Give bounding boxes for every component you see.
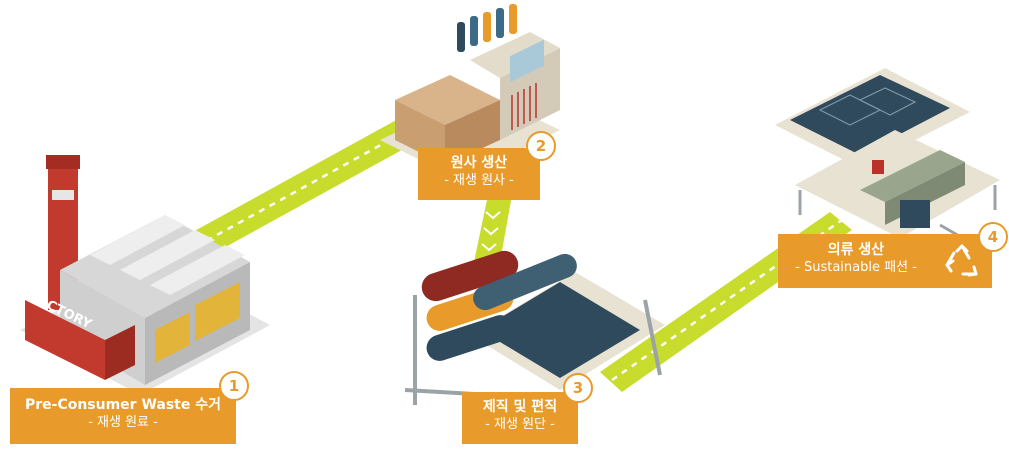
step-1-title: Pre-Consumer Waste 수거 — [24, 397, 222, 413]
step-2-badge: 2 — [526, 131, 556, 161]
step-2-subtitle: - 재생 원사 - — [444, 172, 514, 188]
step-1-label: Pre-Consumer Waste 수거 - 재생 원료 - — [10, 388, 236, 444]
step-1-badge: 1 — [219, 371, 249, 401]
spindles — [457, 4, 517, 52]
recycle-icon — [945, 244, 978, 277]
fabric-rolls-icon — [404, 250, 665, 405]
step-2-label: 원사 생산 - 재생 원사 - — [418, 148, 540, 200]
factory-icon: FACTORY — [20, 155, 270, 395]
step-2-title: 원사 생산 — [450, 155, 508, 171]
step-3-subtitle: - 재생 원단 - — [485, 416, 555, 432]
step-1-subtitle: - 재생 원료 - — [88, 414, 158, 430]
step-4-title: 의류 생산 — [827, 242, 885, 258]
step-4-label: 의류 생산 - Sustainable 패션 - — [778, 234, 992, 288]
step-3-title: 제직 및 편직 — [482, 399, 558, 415]
step-3-label: 제직 및 편직 - 재생 원단 - — [462, 392, 578, 444]
sewing-table-icon — [775, 68, 1000, 247]
step-4-subtitle: - Sustainable 패션 - — [795, 259, 917, 275]
conveyor-path-1-2 — [160, 118, 420, 272]
conveyor-path-2-3 — [474, 195, 512, 262]
step-4-badge: 4 — [978, 222, 1008, 252]
step-3-badge: 3 — [563, 373, 593, 403]
